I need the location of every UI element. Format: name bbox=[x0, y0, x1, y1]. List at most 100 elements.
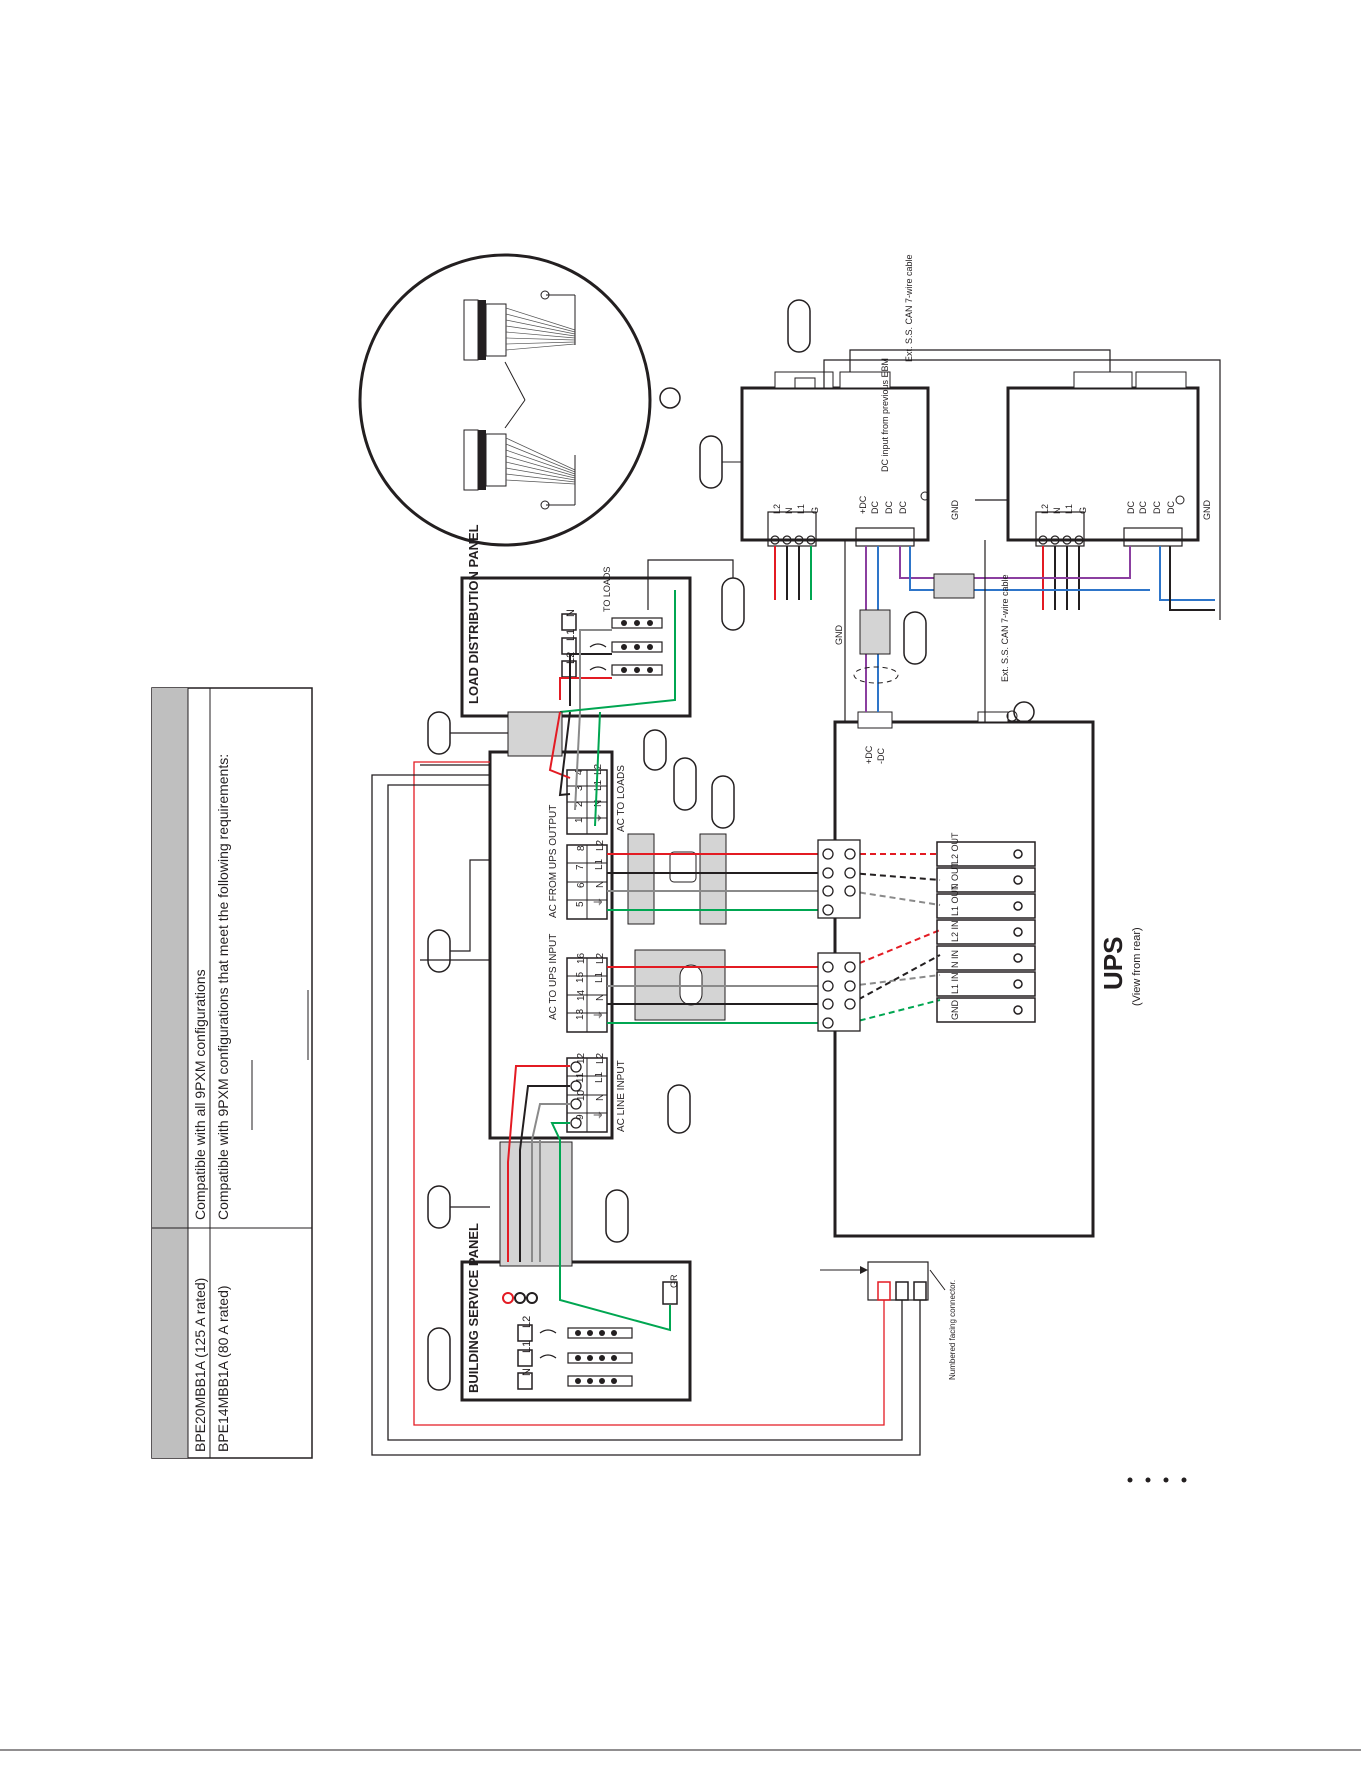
ebm2-ac-l2: L2 bbox=[1040, 504, 1050, 514]
numbered-connector: Numbered facing connector. bbox=[820, 1261, 957, 1380]
connector-right bbox=[463, 429, 576, 510]
ebm1-dc-2: DC bbox=[870, 501, 880, 514]
ups-input-num-13: 13 bbox=[575, 1008, 586, 1020]
ups-input-phase-l2: L2 bbox=[595, 952, 606, 964]
ups-title: UPS bbox=[1098, 937, 1128, 990]
continuation-dots bbox=[1127, 1477, 1187, 1483]
ups-output-num-8: 8 bbox=[576, 845, 587, 851]
ups-output-num-6: 6 bbox=[576, 882, 587, 888]
terminal-block-to-loads: 1 2 3 4 ⏚ N L1 L2 AC TO LOADS bbox=[566, 763, 627, 835]
callout-e bbox=[605, 1189, 629, 1243]
callout-c bbox=[427, 1185, 451, 1229]
ups-output-phase-n: N bbox=[595, 881, 606, 888]
to-loads-phase-l1: L1 bbox=[593, 779, 604, 791]
ebm2-dc-2: DC bbox=[1138, 501, 1148, 514]
ebm-1-side-callout bbox=[699, 435, 723, 489]
table-row-1-description: Compatible with all 9PXM configurations bbox=[192, 969, 208, 1220]
ups-dc-conduit bbox=[859, 609, 891, 655]
ups-output-label: AC FROM UPS OUTPUT bbox=[548, 805, 559, 918]
callout-d bbox=[667, 1084, 691, 1134]
to-loads-callout bbox=[721, 577, 745, 631]
gr-label: GR bbox=[669, 1274, 679, 1288]
ups-input-phase-n: N bbox=[595, 994, 606, 1001]
configuration-table: BPE20MBB1A (125 A rated) Compatible with… bbox=[151, 687, 313, 1459]
to-loads-num-3: 3 bbox=[574, 785, 585, 791]
ups-terminal-l2-out: L2 OUT bbox=[950, 832, 960, 864]
callout-f bbox=[643, 729, 667, 771]
connector-note: Numbered facing connector. bbox=[948, 1280, 957, 1380]
line-input-num-11: 11 bbox=[575, 1072, 586, 1083]
ups-terminal-n-in: N IN bbox=[950, 950, 960, 968]
ups-input-phase-l1: L1 bbox=[594, 971, 605, 983]
ebm-link-conduit bbox=[933, 573, 975, 599]
ebm1-dc-4: DC bbox=[898, 501, 908, 514]
callout-h bbox=[711, 775, 735, 829]
ebm2-ac-g: G bbox=[1078, 507, 1088, 514]
building-service-panel-label: BUILDING SERVICE PANEL bbox=[466, 1223, 481, 1393]
bsp-l1-label: L1 bbox=[521, 1341, 533, 1353]
line-input-num-9: 9 bbox=[575, 1114, 586, 1120]
line-input-phase-n: N bbox=[595, 1094, 606, 1101]
ebm2-can-cable: Ext. S.S. CAN 7-wire cable bbox=[1000, 574, 1010, 682]
ebm1-ac-g: G bbox=[810, 507, 820, 514]
ups-terminal-l2-in: L2 IN bbox=[950, 920, 960, 942]
dc-cable-callout bbox=[903, 611, 927, 665]
ups-input-num-15: 15 bbox=[575, 971, 586, 983]
to-loads-phase-l2: L2 bbox=[593, 763, 604, 775]
ebm1-gnd: GND bbox=[950, 500, 960, 521]
ebm1-dc-input-note: DC input from previous EBM bbox=[880, 358, 890, 472]
ups-input-num-14: 14 bbox=[576, 989, 587, 1001]
terminal-block-ups-output: 5 6 7 8 ⏚ N L1 L2 AC FROM UPS OUTPUT bbox=[548, 805, 608, 920]
to-loads-num-4: 4 bbox=[574, 769, 585, 775]
table-row-2-description: Compatible with 9PXM configurations that… bbox=[215, 754, 231, 1220]
ebm-1: L2 N L1 G +DC DC DC DC DC input from pre… bbox=[699, 254, 960, 547]
line-input-phase-l2: L2 bbox=[595, 1052, 606, 1064]
bsp-callout bbox=[427, 1327, 451, 1391]
ldp-l1-label: L1 bbox=[565, 629, 577, 641]
ebm2-dc-3: DC bbox=[1152, 501, 1162, 514]
table-row-2-model: BPE14MBB1A (80 A rated) bbox=[215, 1285, 231, 1452]
callout-g bbox=[673, 757, 697, 811]
ups-output-num-5: 5 bbox=[575, 901, 586, 907]
line-input-phase-g: ⏚ bbox=[593, 1110, 605, 1120]
ebm2-ac-l1: L1 bbox=[1064, 504, 1074, 514]
ups-input-phase-g: ⏚ bbox=[593, 1010, 605, 1020]
ups-output-num-7: 7 bbox=[575, 864, 586, 870]
ups-terminal-gnd: GND bbox=[950, 1000, 960, 1021]
ups-dc-minus: -DC bbox=[876, 748, 886, 764]
bsp-n-label: N bbox=[521, 1368, 533, 1376]
callout-b bbox=[427, 929, 451, 973]
ebm2-gnd: GND bbox=[1202, 500, 1212, 521]
line-input-label: AC LINE INPUT bbox=[616, 1060, 627, 1132]
to-loads-block-label: AC TO LOADS bbox=[616, 765, 627, 832]
conduit-service bbox=[499, 1141, 573, 1267]
load-distribution-panel-label: LOAD DISTRIBUTION PANEL bbox=[466, 524, 481, 704]
ups-output-phase-l1: L1 bbox=[594, 858, 605, 870]
ebm2-dc-4: DC bbox=[1166, 501, 1176, 514]
to-loads-num-1: 1 bbox=[574, 817, 585, 823]
line-input-phase-l1: L1 bbox=[594, 1071, 605, 1083]
load-distribution-panel: LOAD DISTRIBUTION PANEL N L1 L2 TO LOADS bbox=[460, 524, 692, 718]
ebm1-ac-n: N bbox=[784, 508, 794, 515]
callout-a bbox=[427, 711, 451, 755]
ldp-n-label: N bbox=[565, 609, 577, 617]
ups-subtitle: (View from rear) bbox=[1131, 927, 1143, 1006]
ups-terminal-l1-out: L1 OUT bbox=[950, 884, 960, 916]
table-row-1-model: BPE20MBB1A (125 A rated) bbox=[192, 1278, 208, 1452]
ebm1-ac-l1: L1 bbox=[796, 504, 806, 514]
connector-left bbox=[463, 290, 576, 361]
ups-input-num-16: 16 bbox=[576, 952, 587, 964]
ebm2-ac-n: N bbox=[1052, 508, 1062, 515]
ups-dc-plus: +DC bbox=[864, 745, 874, 764]
terminal-block-line-input: 9 10 11 12 ⏚ N L1 L2 AC LINE INPUT bbox=[566, 1052, 627, 1133]
bypass-module: 9 10 11 12 ⏚ N L1 L2 AC LINE INPUT 13 14… bbox=[488, 750, 627, 1140]
building-service-panel: BUILDING SERVICE PANEL L2 L1 N GR bbox=[460, 1223, 692, 1402]
connector-detail-circle bbox=[358, 253, 681, 547]
line-input-num-12: 12 bbox=[576, 1052, 587, 1064]
ebm-1-callout bbox=[787, 299, 811, 353]
ebm1-dc-1: +DC bbox=[858, 495, 868, 514]
ebm2-dc-1: DC bbox=[1126, 501, 1136, 514]
ups-unit: UPS (View from rear) L2 bbox=[817, 701, 1143, 1238]
ebm1-dc-3: DC bbox=[884, 501, 894, 514]
